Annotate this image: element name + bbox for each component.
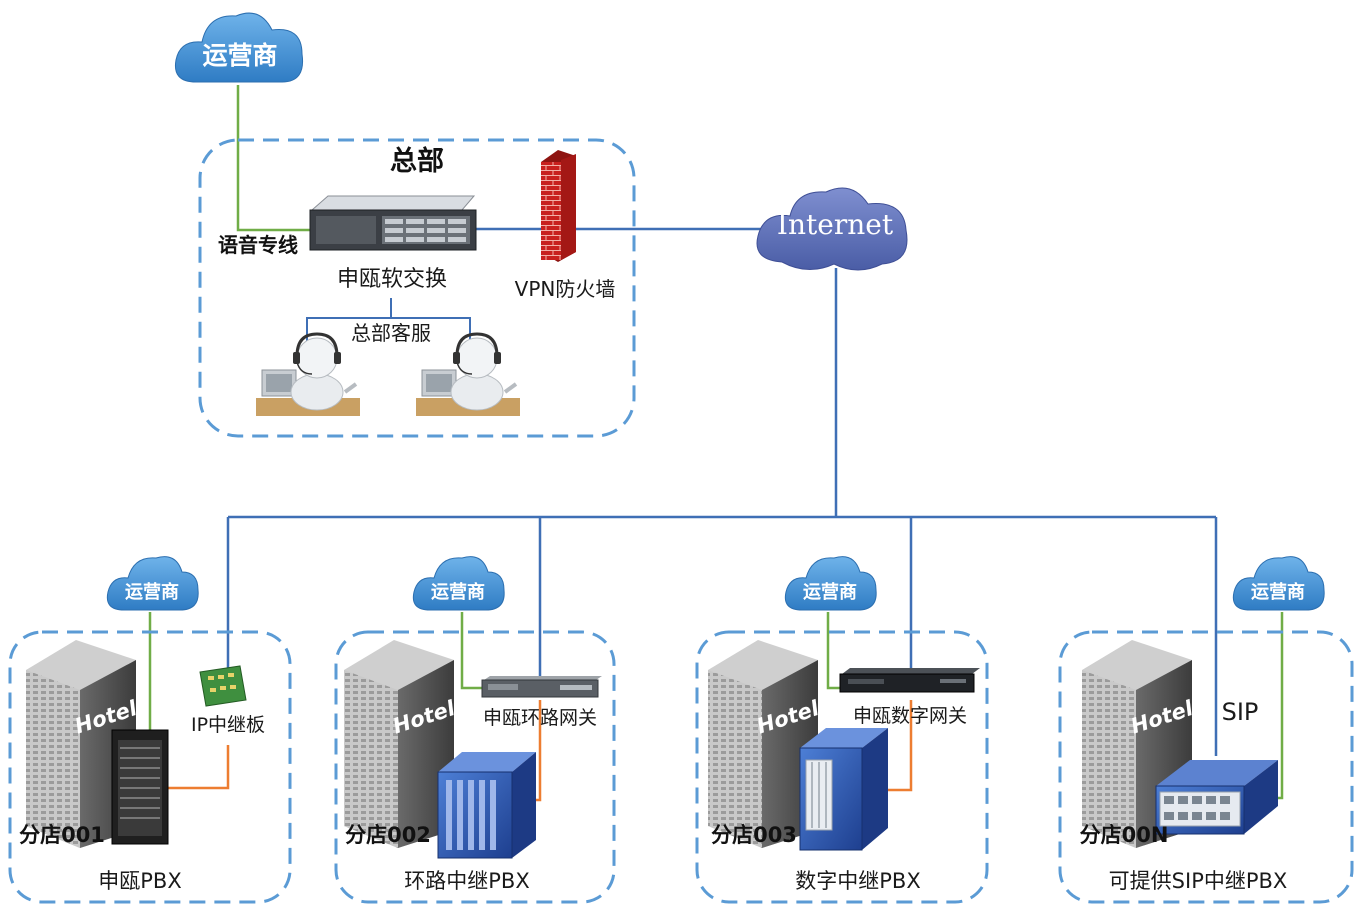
carrier-label: 运营商 [125, 581, 179, 603]
firewall-icon [541, 150, 576, 262]
carrier-cloud: 运营商 [106, 556, 199, 611]
ip-trunk-board-icon [199, 665, 247, 707]
agents-label: 总部客服 [351, 321, 431, 345]
carrier-label: 运营商 [1251, 581, 1305, 603]
branch-002-border [334, 630, 616, 904]
loop-gateway-icon [481, 676, 602, 698]
branch-001-name: 分店001 [19, 823, 105, 847]
branch-002-pbx-label: 环路中继PBX [404, 869, 529, 893]
branch-001-border [8, 630, 292, 904]
digital-gateway-icon [839, 668, 980, 693]
headquarters-title: 总部 [390, 145, 444, 177]
internet-cloud: Internet [756, 187, 908, 271]
pbx-chassis-icon [799, 728, 888, 851]
branch-001-device-label: IP中继板 [191, 714, 265, 736]
hotel-building-icon: Hotel [26, 640, 140, 848]
headquarters-border [198, 138, 636, 438]
branch-00n-pbx-label: 可提供SIP中继PBX [1109, 869, 1288, 893]
carrier-label-top: 运营商 [202, 41, 277, 70]
branch-001-pbx-label: 申瓯PBX [98, 869, 181, 893]
sip-pbx-icon [1155, 760, 1278, 835]
group-borders [8, 138, 1354, 904]
firewall-label: VPN防火墙 [515, 277, 616, 301]
carrier-cloud: 运营商 [1232, 556, 1325, 611]
agent-icon [256, 332, 360, 416]
carrier-label: 运营商 [431, 581, 485, 603]
branch-002-device-label: 申瓯环路网关 [483, 707, 597, 729]
pbx-cabinet-icon [111, 729, 169, 845]
carrier-cloud: 运营商 [412, 556, 505, 611]
branch-003-device-label: 申瓯数字网关 [853, 705, 967, 727]
branch-003-border [695, 630, 989, 904]
voice-line-label: 语音专线 [218, 233, 298, 257]
carrier-label: 运营商 [803, 581, 857, 603]
branch-00n-device-label: SIP [1222, 698, 1259, 726]
pbx-chassis-icon [437, 752, 536, 859]
carrier-cloud-top: 运营商 [174, 12, 304, 83]
softswitch-server-icon [309, 195, 477, 251]
branch-00n-name: 分店00N [1080, 823, 1169, 847]
branch-002-name: 分店002 [345, 823, 431, 847]
branch-00n-border [1058, 630, 1354, 904]
branch-003-pbx-label: 数字中继PBX [795, 869, 920, 893]
branch-003-name: 分店003 [711, 823, 797, 847]
carrier-cloud: 运营商 [784, 556, 877, 611]
internet-label: Internet [777, 208, 894, 241]
softswitch-label: 申瓯软交换 [337, 267, 447, 292]
agent-icon [416, 332, 520, 416]
